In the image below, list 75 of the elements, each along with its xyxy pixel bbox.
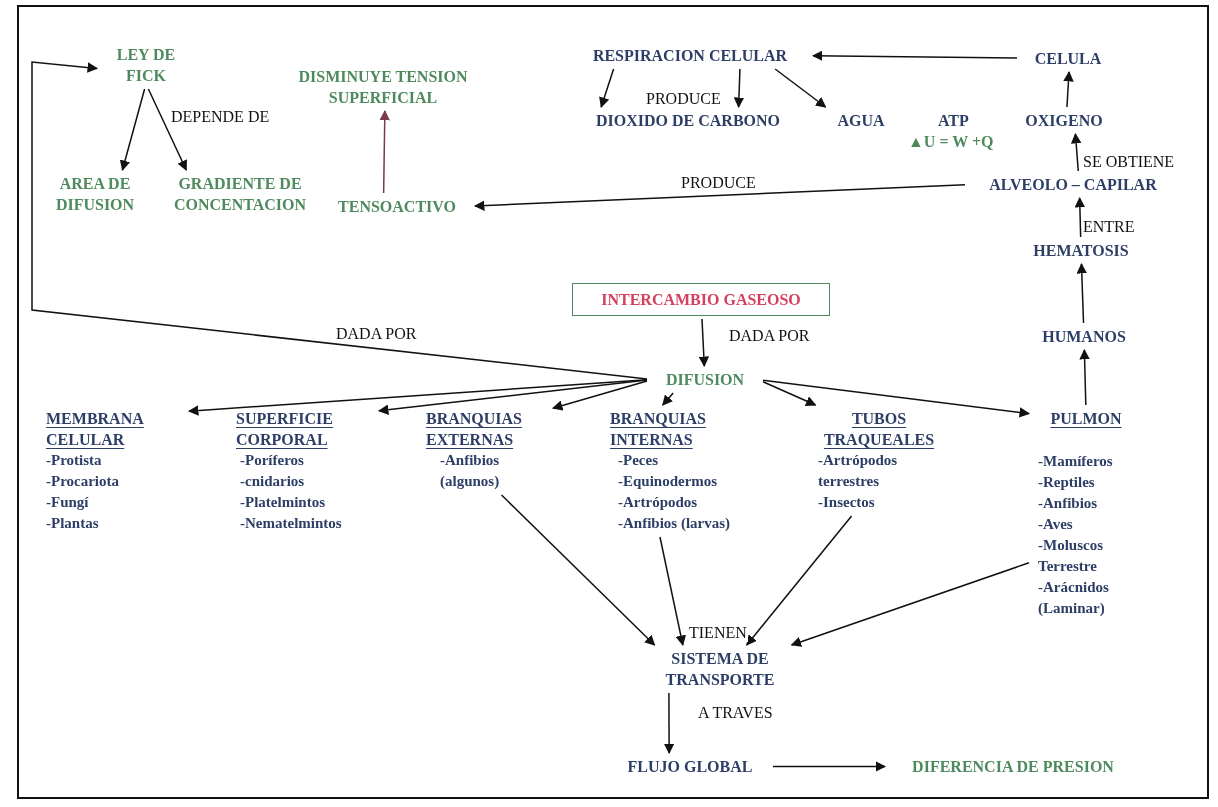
arrow bbox=[662, 392, 674, 406]
list-item: -Arácnidos (Laminar) bbox=[1037, 578, 1110, 618]
concept-label: DIFUSION bbox=[650, 369, 760, 390]
concept-label: CELULA bbox=[1020, 48, 1116, 69]
arrow bbox=[552, 380, 648, 411]
list-item: -Peces bbox=[617, 451, 659, 470]
arrow bbox=[1063, 70, 1074, 108]
arrow bbox=[147, 88, 187, 171]
arrow bbox=[1079, 348, 1090, 406]
list-item: -Fungí bbox=[46, 493, 90, 512]
group-heading: TUBOS TRAQUEALES bbox=[822, 409, 936, 450]
arrow bbox=[500, 494, 656, 646]
concept-label: AREA DE DIFUSION bbox=[44, 173, 146, 215]
list-item: -Protista bbox=[46, 451, 103, 470]
arrow bbox=[599, 68, 615, 108]
edge-label: TIENEN bbox=[688, 624, 748, 642]
note-text: ▲U = W +Q bbox=[908, 133, 994, 151]
concept-label: FLUJO GLOBAL bbox=[610, 756, 770, 777]
arrow bbox=[774, 68, 827, 108]
arrow bbox=[1070, 132, 1082, 172]
list-item: -Artrópodos terrestres bbox=[817, 451, 899, 491]
list-item: -Artrópodos bbox=[617, 493, 699, 512]
concept-label: DIOXIDO DE CARBONO bbox=[574, 110, 802, 131]
arrow bbox=[733, 68, 745, 109]
arrow bbox=[698, 318, 710, 368]
arrow bbox=[473, 184, 966, 211]
concept-label: ALVEOLO – CAPILAR bbox=[968, 174, 1178, 195]
arrow bbox=[1074, 196, 1086, 238]
list-item: -Poríferos bbox=[239, 451, 305, 470]
concept-label: OXIGENO bbox=[1012, 110, 1116, 131]
list-item: -Plantas bbox=[46, 514, 100, 533]
concept-label: TENSOACTIVO bbox=[322, 196, 472, 217]
arrow bbox=[379, 109, 390, 194]
arrow bbox=[1076, 262, 1088, 324]
concept-label: DISMINUYE TENSION SUPERFICIAL bbox=[278, 66, 488, 108]
arrow bbox=[746, 515, 853, 646]
list-item: -Mamíferos bbox=[1037, 452, 1114, 471]
group-heading: MEMBRANA CELULAR bbox=[46, 409, 145, 450]
concept-label: HEMATOSIS bbox=[1022, 240, 1140, 261]
list-item: -Equinodermos bbox=[617, 472, 719, 491]
note-text: ATP bbox=[938, 112, 969, 130]
list-item: -Nematelmintos bbox=[239, 514, 343, 533]
list-item: -cnidarios bbox=[239, 472, 306, 491]
list-item: -Platelmintos bbox=[239, 493, 326, 512]
list-item: -Anfibios (larvas) bbox=[617, 514, 732, 533]
concept-label: HUMANOS bbox=[1026, 326, 1142, 347]
concept-label: LEY DE FICK bbox=[100, 44, 192, 86]
concept-label: DIFERENCIA DE PRESION bbox=[888, 756, 1138, 777]
group-heading: BRANQUIAS EXTERNAS bbox=[426, 409, 523, 450]
group-heading: SUPERFICIE CORPORAL bbox=[236, 409, 334, 450]
list-item: -Anfibios (algunos) bbox=[439, 451, 501, 491]
arrow bbox=[663, 692, 675, 755]
arrow bbox=[187, 379, 648, 416]
concept-box: INTERCAMBIO GASEOSO bbox=[572, 283, 830, 316]
group-heading: PULMON bbox=[1049, 409, 1123, 429]
list-item: -Moluscos Terrestre bbox=[1037, 536, 1104, 576]
arrow bbox=[31, 61, 648, 380]
arrow bbox=[772, 761, 887, 772]
concept-label: AGUA bbox=[826, 110, 896, 131]
arrow bbox=[790, 562, 1030, 647]
arrow bbox=[762, 379, 1031, 418]
concept-label: RESPIRACION CELULAR bbox=[570, 45, 810, 66]
arrow bbox=[811, 50, 1018, 62]
arrow bbox=[377, 379, 648, 415]
arrow bbox=[659, 536, 686, 647]
arrow bbox=[762, 381, 817, 406]
list-item: -Procariota bbox=[46, 472, 121, 491]
list-item: -Aves bbox=[1037, 515, 1074, 534]
list-item: -Insectos bbox=[817, 493, 876, 512]
concept-label: SISTEMA DE TRANSPORTE bbox=[640, 648, 800, 690]
list-item: -Anfibios bbox=[1037, 494, 1099, 513]
list-item: -Reptiles bbox=[1037, 473, 1096, 492]
group-heading: BRANQUIAS INTERNAS bbox=[610, 409, 707, 450]
arrow bbox=[119, 88, 146, 171]
concept-label: GRADIENTE DE CONCENTACION bbox=[156, 173, 324, 215]
